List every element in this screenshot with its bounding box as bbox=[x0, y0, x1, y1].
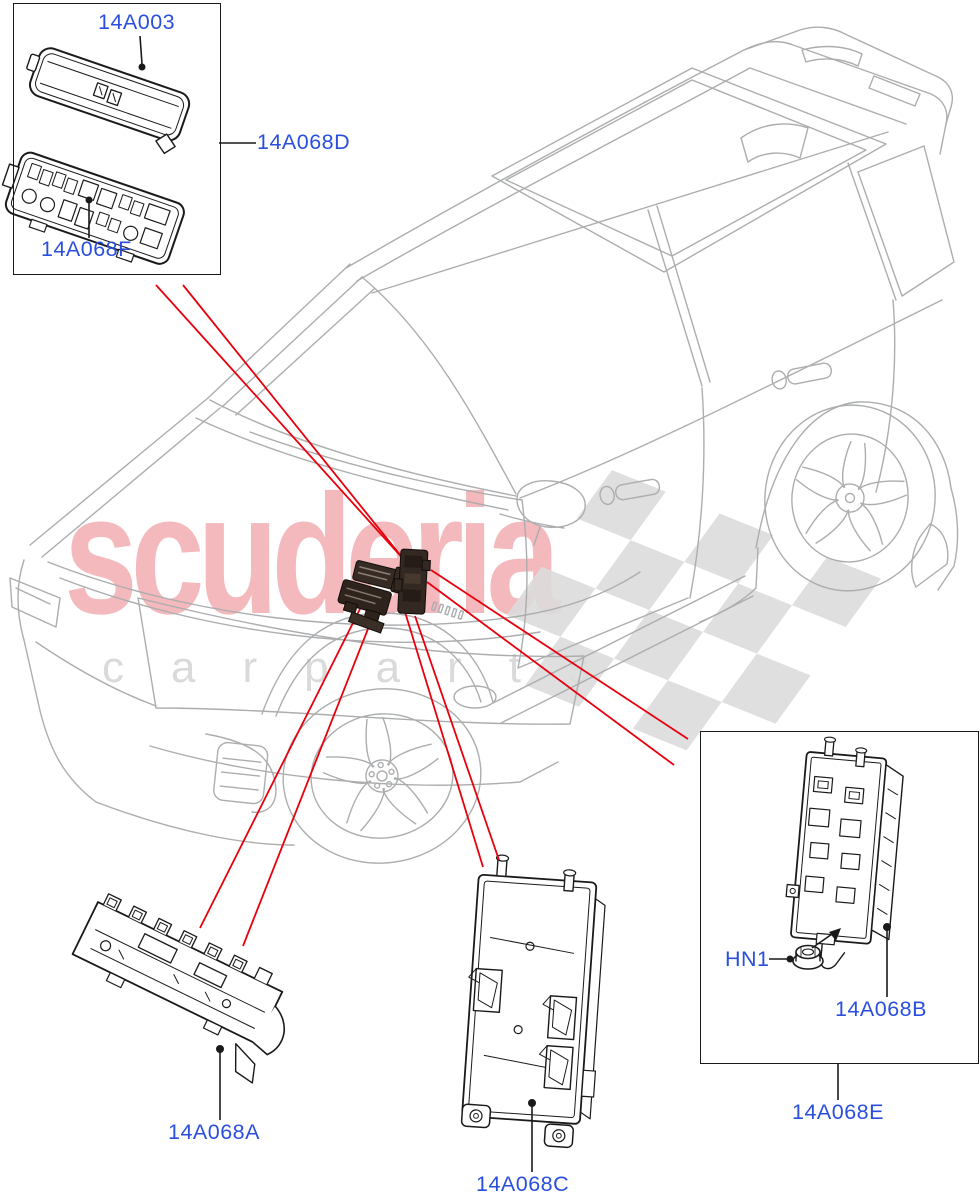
watermark-subtext: carparts bbox=[102, 643, 637, 692]
part-14a068a-module-drawing bbox=[71, 893, 285, 1084]
part-14a003-cover-drawing bbox=[26, 47, 191, 155]
callout-hn1[interactable]: HN1 bbox=[725, 947, 770, 971]
watermark-brand-text: scuderia bbox=[64, 460, 560, 650]
group-box-aux-fusebox bbox=[700, 731, 979, 1064]
black-leader-lines bbox=[88, 35, 888, 1172]
callout-14a068c[interactable]: 14A068C bbox=[476, 1172, 570, 1196]
part-14a068c-module-drawing bbox=[460, 854, 606, 1149]
callout-14a068a[interactable]: 14A068A bbox=[168, 1120, 260, 1144]
callout-14a003[interactable]: 14A003 bbox=[98, 10, 176, 34]
red-leader-lines bbox=[155, 284, 689, 947]
part-14a068b-module-drawing bbox=[785, 736, 904, 970]
part-14a068f-fusebox-drawing bbox=[1, 151, 185, 265]
callout-14a068d[interactable]: 14A068D bbox=[257, 130, 351, 154]
hn1-arrowhead bbox=[829, 928, 841, 941]
part-hn1-nut-drawing bbox=[792, 944, 824, 970]
group-box-engine-fusebox bbox=[13, 3, 221, 275]
callout-14a068f[interactable]: 14A068F bbox=[41, 237, 132, 261]
callout-14a068e[interactable]: 14A068E bbox=[792, 1100, 884, 1124]
leader-dots bbox=[85, 63, 891, 1107]
callout-14a068b[interactable]: 14A068B bbox=[835, 997, 927, 1021]
